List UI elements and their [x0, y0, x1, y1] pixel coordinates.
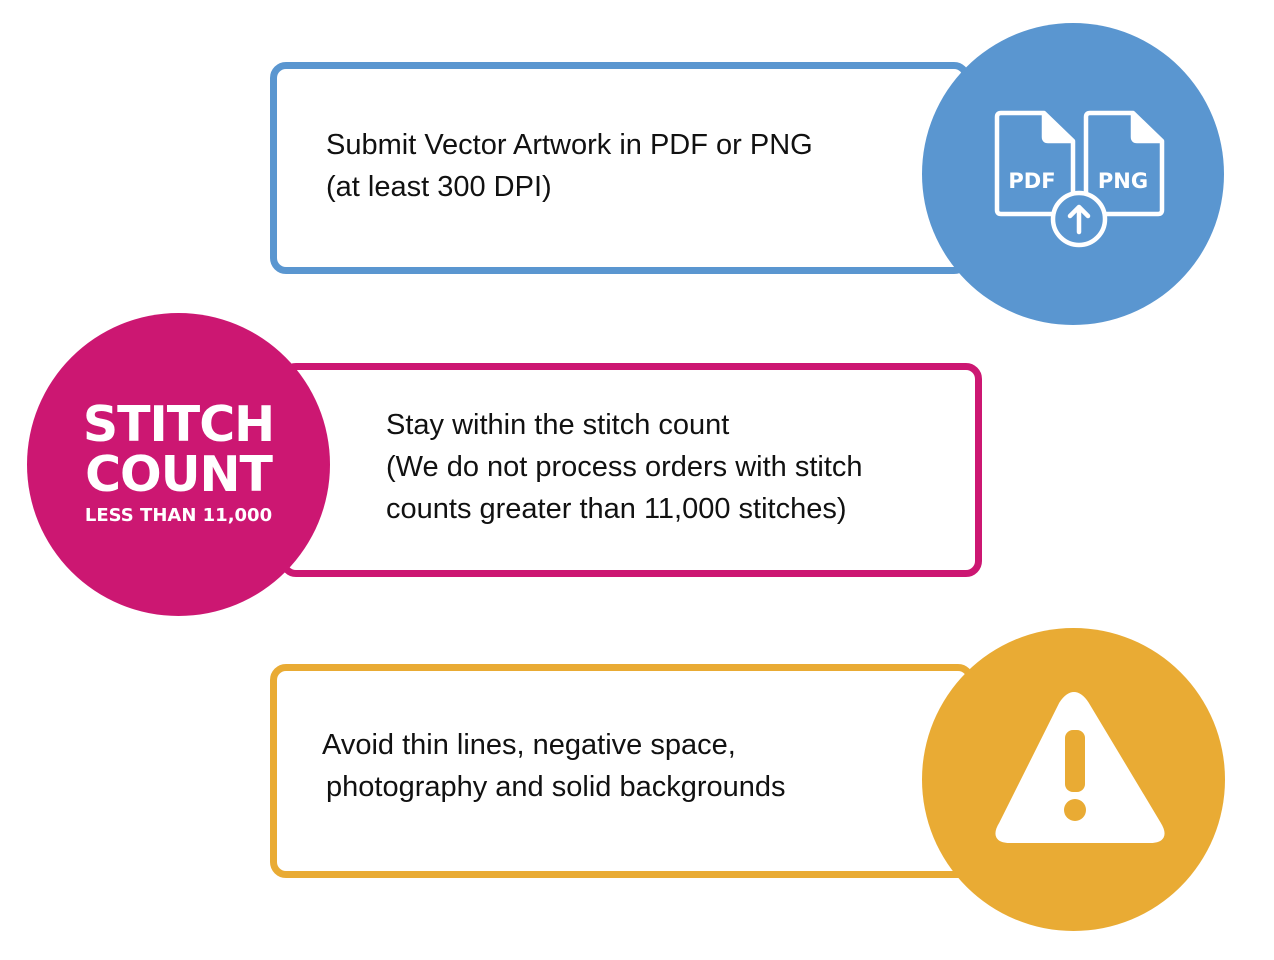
file-upload-icon-graphic: PDF PNG — [994, 110, 1165, 248]
stitch-count-badge-text: STITCH COUNT LESS THAN 11,000 — [27, 313, 330, 616]
step-text-stitch-count: Stay within the stitch count (We do not … — [386, 404, 863, 530]
step-text-line: counts greater than 11,000 stitches) — [386, 493, 847, 525]
step-text-line: photography and solid backgrounds — [326, 771, 786, 803]
pdf-label: PDF — [1008, 169, 1055, 193]
badge-subtitle: LESS THAN 11,000 — [84, 505, 273, 526]
badge-title-line-1: STITCH — [82, 396, 275, 453]
warning-icon — [922, 628, 1225, 931]
badge-title-line-2: COUNT — [85, 446, 273, 503]
file-upload-icon: PDF PNG — [922, 23, 1224, 325]
warning-icon-graphic — [995, 692, 1165, 843]
step-text-line: Avoid thin lines, negative space, — [322, 729, 736, 761]
step-text-line: Stay within the stitch count — [386, 409, 730, 441]
exclamation-bar — [1065, 730, 1085, 792]
step-text-line: Submit Vector Artwork in PDF or PNG — [326, 129, 813, 161]
step-card-vector-artwork — [270, 62, 970, 274]
stitch-count-badge: STITCH COUNT LESS THAN 11,000 — [27, 313, 330, 616]
step-text-line: (We do not process orders with stitch — [386, 451, 863, 483]
exclamation-dot — [1064, 799, 1086, 821]
step-card-avoid-thin-lines — [270, 664, 974, 878]
step-text-avoid-thin-lines: Avoid thin lines, negative space, photog… — [322, 724, 786, 808]
png-label: PNG — [1098, 169, 1148, 193]
step-text-line: (at least 300 DPI) — [326, 171, 552, 203]
step-text-vector-artwork: Submit Vector Artwork in PDF or PNG (at … — [326, 124, 813, 208]
